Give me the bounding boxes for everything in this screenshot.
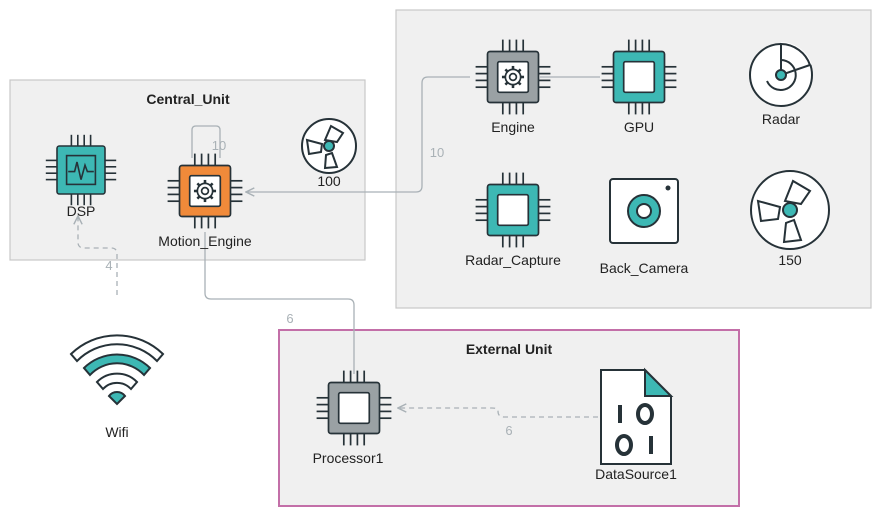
node-processor1[interactable]: Processor1 (313, 369, 393, 466)
edge-label-engine-to-motion: 10 (430, 145, 444, 160)
group-central-unit-title: Central_Unit (146, 91, 230, 107)
node-fan-150-label: 150 (778, 252, 802, 268)
edge-label-motion-to-processor: 6 (286, 311, 293, 326)
node-datasource1-label: DataSource1 (595, 466, 677, 482)
chip-gear-icon (474, 38, 552, 116)
node-fan-100-label: 100 (317, 173, 341, 189)
edge-label-motion-self: 10 (212, 138, 226, 153)
node-radar-capture[interactable]: Radar_Capture (465, 171, 561, 268)
edge-label-wifi-to-dsp: 4 (105, 258, 112, 273)
edge-motion-to-processor[interactable]: 6 (204, 232, 355, 374)
camera-icon (609, 178, 679, 244)
edge-engine-to-motion[interactable]: 10 (246, 76, 600, 192)
node-processor1-label: Processor1 (313, 450, 384, 466)
node-dsp[interactable]: DSP (44, 134, 117, 219)
node-radar-label: Radar (762, 111, 800, 127)
edge-wifi-to-dsp[interactable]: 4 (78, 216, 118, 295)
chip-icon (315, 369, 393, 447)
node-gpu-label: GPU (624, 119, 654, 135)
node-datasource1[interactable]: DataSource1 (595, 367, 677, 482)
node-back-camera[interactable]: Back_Camera (600, 178, 689, 276)
binary-file-icon (600, 367, 674, 465)
node-radar[interactable]: Radar (749, 42, 813, 127)
edge-label-datasource-to-processor: 6 (505, 423, 512, 438)
chip-icon (600, 38, 678, 116)
edge-motion-self[interactable]: 10 (191, 125, 226, 158)
node-motion-engine[interactable]: Motion_Engine (158, 152, 252, 249)
node-wifi[interactable]: Wifi (69, 334, 165, 440)
chip-icon (474, 171, 552, 249)
chip-gear-icon (166, 152, 244, 230)
node-dsp-label: DSP (67, 203, 96, 219)
edge-datasource-to-processor[interactable]: 6 (398, 408, 598, 438)
node-engine-label: Engine (491, 119, 535, 135)
node-fan-100[interactable]: 100 (301, 118, 357, 189)
radar-icon (749, 42, 813, 107)
fan-icon (301, 118, 357, 174)
node-fan-150[interactable]: 150 (750, 170, 830, 268)
node-motion-engine-label: Motion_Engine (158, 233, 252, 249)
wifi-icon (69, 334, 165, 406)
group-external-unit-title: External Unit (466, 341, 553, 357)
node-engine[interactable]: Engine (474, 38, 552, 135)
node-wifi-label: Wifi (105, 424, 128, 440)
node-gpu[interactable]: GPU (600, 38, 678, 135)
chip-waveform-icon (44, 134, 117, 206)
fan-icon (750, 170, 830, 250)
node-back-camera-label: Back_Camera (600, 260, 689, 276)
node-radar-capture-label: Radar_Capture (465, 252, 561, 268)
